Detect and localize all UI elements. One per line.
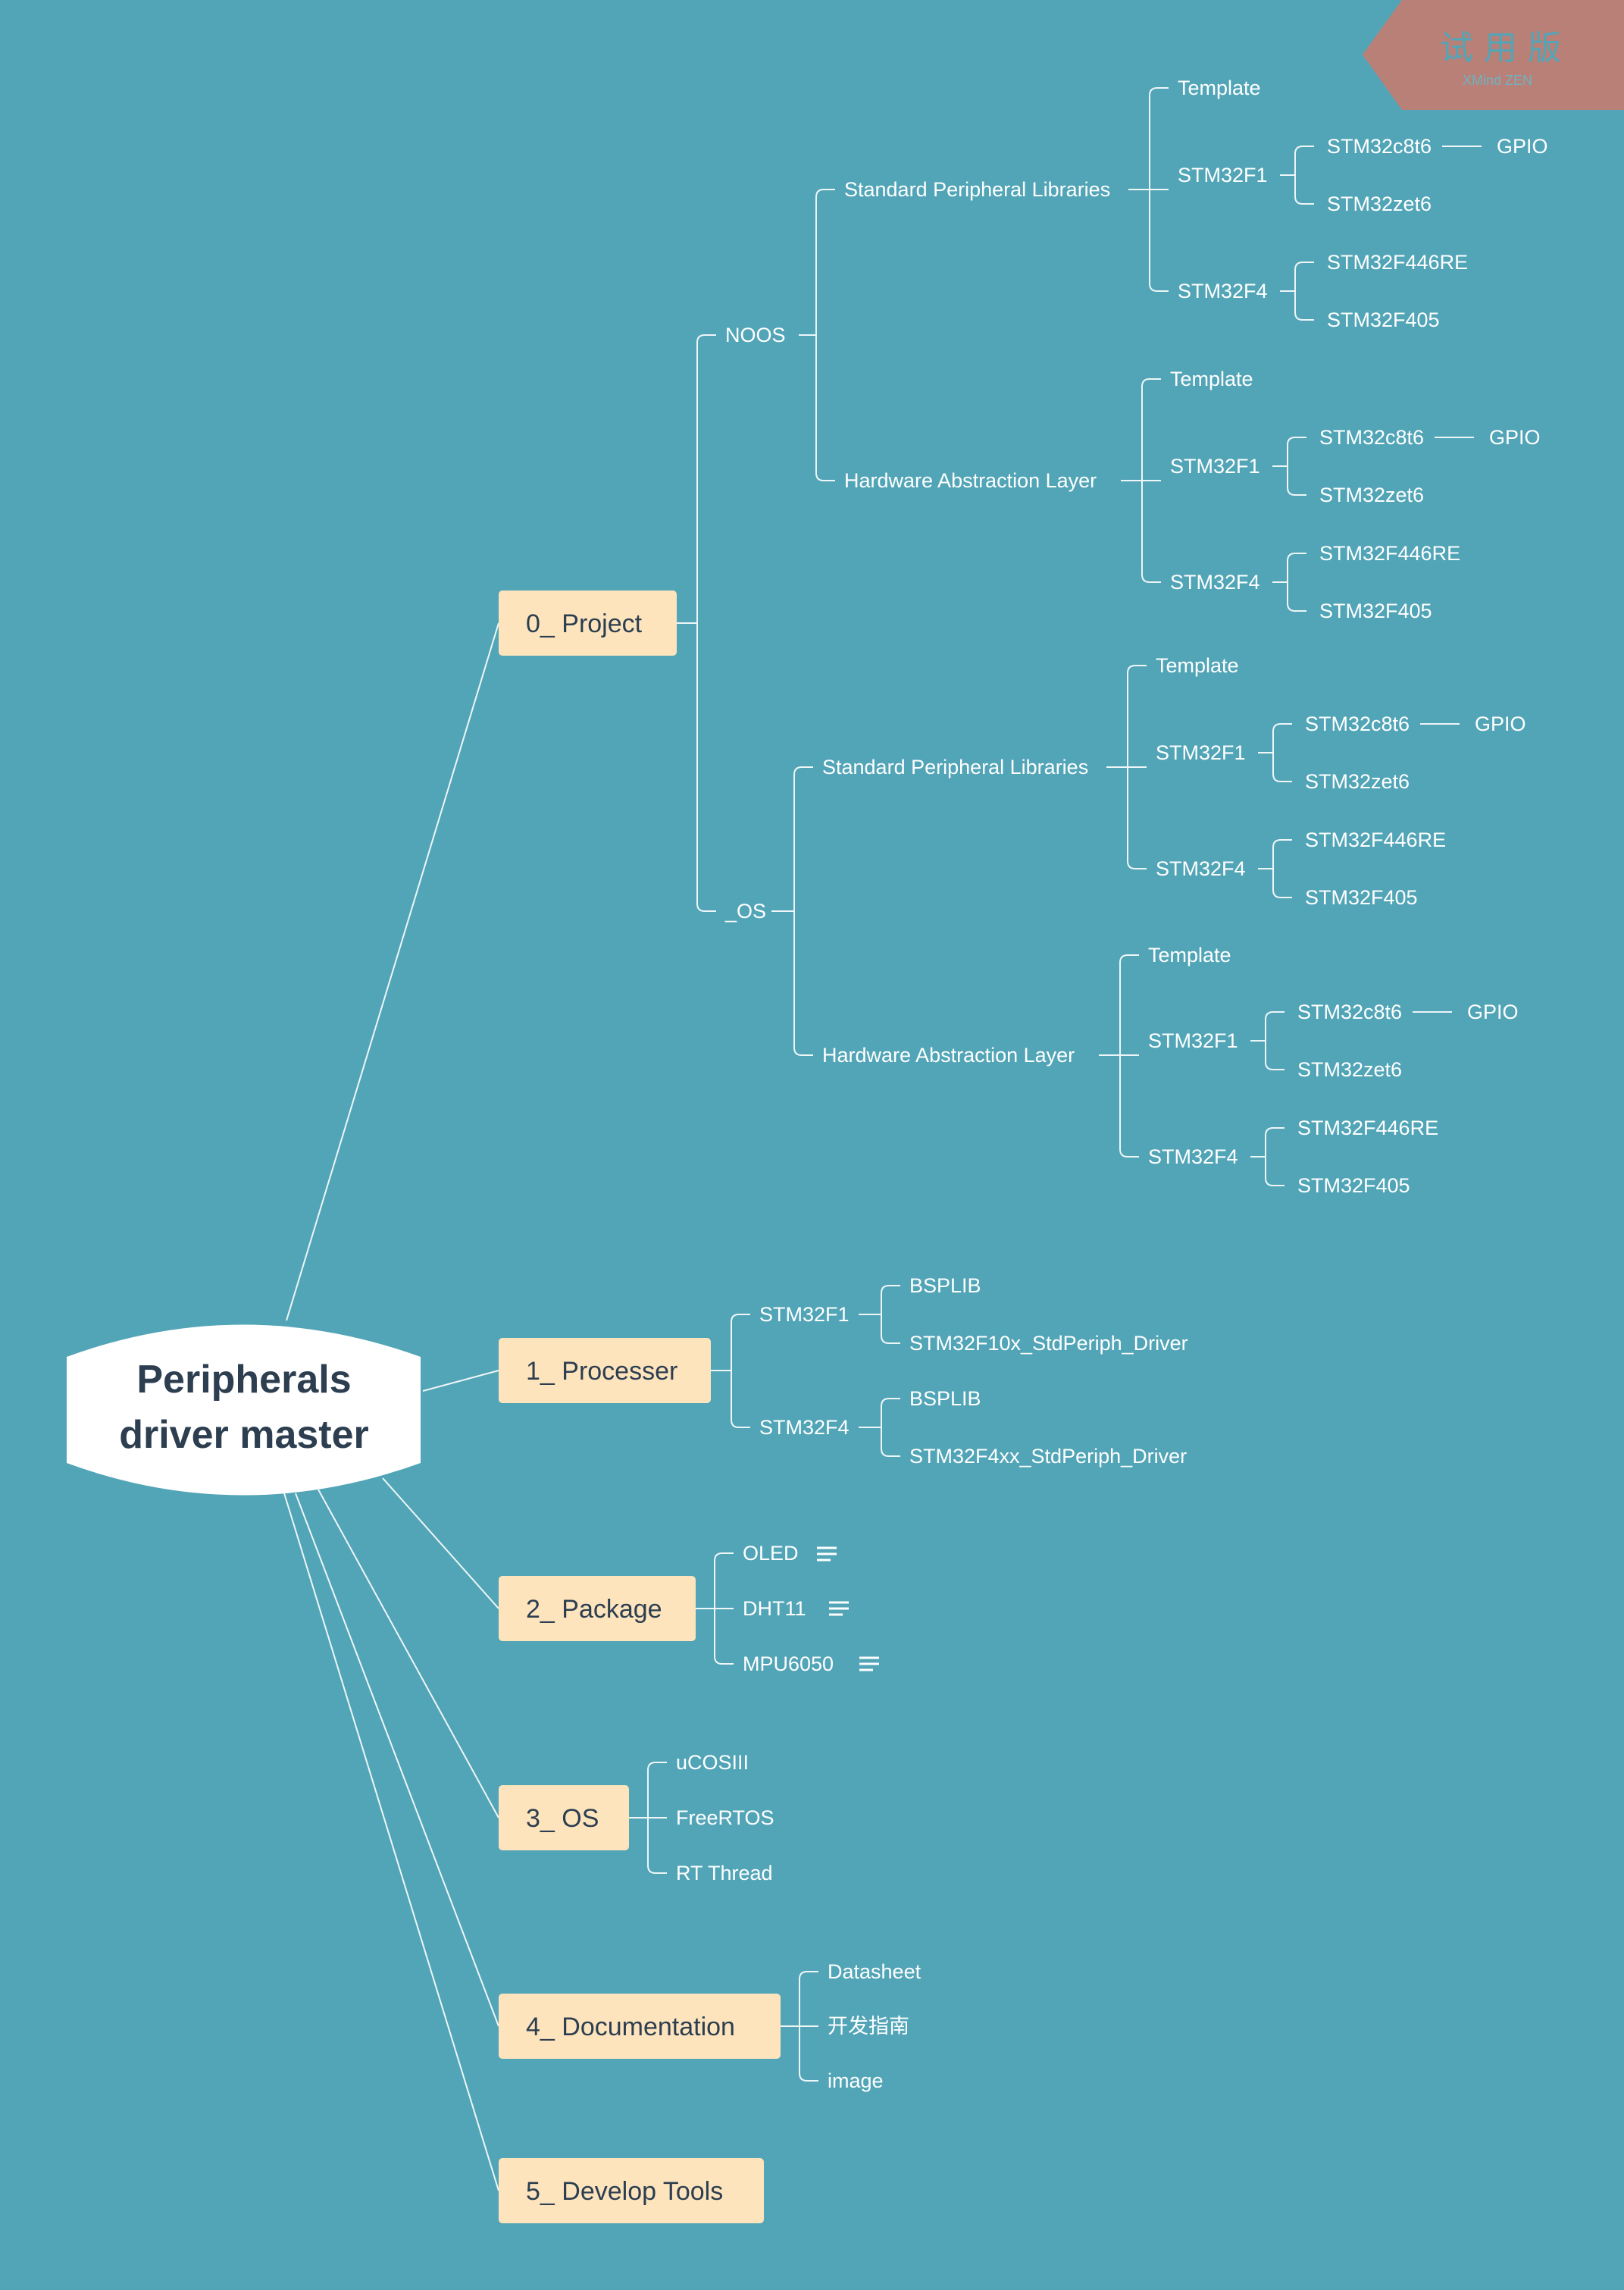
branch-os-label: 3_ OS	[526, 1804, 599, 1833]
note-lines-icon[interactable]	[859, 1656, 879, 1671]
topic-noos-hal-gpio[interactable]: GPIO	[1489, 426, 1541, 449]
topic-noos-spl-f446re[interactable]: STM32F446RE	[1327, 251, 1468, 274]
topic-noos-hal-f405[interactable]: STM32F405	[1319, 600, 1432, 622]
topic-os-spl-template[interactable]: Template	[1156, 654, 1239, 677]
topic-processer-f1-bsplib[interactable]: BSPLIB	[909, 1274, 981, 1297]
watermark-text: 试用版	[1440, 29, 1572, 67]
branch-project-label: 0_ Project	[526, 609, 643, 638]
topic-noos-spl-f4[interactable]: STM32F4	[1178, 280, 1268, 302]
trial-watermark: 试用版 XMind ZEN	[1363, 0, 1624, 110]
topic-noos-spl-f405[interactable]: STM32F405	[1327, 309, 1440, 331]
branch-processer[interactable]: 1_ Processer	[499, 1338, 711, 1403]
topic-os-freertos[interactable]: FreeRTOS	[676, 1806, 774, 1829]
topic-noos[interactable]: NOOS	[725, 324, 786, 346]
topic-processer-f4-bsplib[interactable]: BSPLIB	[909, 1387, 981, 1410]
topic-processer-f4-driver[interactable]: STM32F4xx_StdPeriph_Driver	[909, 1445, 1187, 1468]
branch-package[interactable]: 2_ Package	[499, 1576, 696, 1641]
topic-os-spl-f1[interactable]: STM32F1	[1156, 741, 1246, 764]
topic-processer-f4[interactable]: STM32F4	[759, 1416, 850, 1439]
topic-os-hal-zet6[interactable]: STM32zet6	[1297, 1058, 1402, 1081]
central-topic[interactable]: Peripherals driver master	[67, 1324, 421, 1496]
topic-processer-f1[interactable]: STM32F1	[759, 1303, 850, 1326]
topic-os-hal[interactable]: Hardware Abstraction Layer	[822, 1044, 1075, 1067]
topic-os-spl[interactable]: Standard Peripheral Libraries	[822, 756, 1088, 778]
topic-os-hal-c8t6[interactable]: STM32c8t6	[1297, 1001, 1402, 1023]
topic-noos-spl-zet6[interactable]: STM32zet6	[1327, 193, 1432, 215]
topic-noos-hal-c8t6[interactable]: STM32c8t6	[1319, 426, 1424, 449]
topic-noos-hal[interactable]: Hardware Abstraction Layer	[844, 469, 1097, 492]
central-topic-line-1: Peripherals	[136, 1358, 351, 1402]
branch-develop-tools-label: 5_ Develop Tools	[526, 2177, 723, 2206]
topic-noos-hal-f4[interactable]: STM32F4	[1170, 571, 1260, 594]
topic-package-oled[interactable]: OLED	[743, 1542, 799, 1565]
topic-noos-hal-f446re[interactable]: STM32F446RE	[1319, 542, 1460, 565]
topic-doc-datasheet[interactable]: Datasheet	[828, 1960, 922, 1983]
topic-package-mpu6050[interactable]: MPU6050	[743, 1652, 834, 1675]
topic-os-hal-f4[interactable]: STM32F4	[1148, 1145, 1238, 1168]
note-lines-icon[interactable]	[817, 1546, 837, 1562]
topic-noos-spl-gpio[interactable]: GPIO	[1497, 135, 1548, 158]
topic-os-hal-f405[interactable]: STM32F405	[1297, 1174, 1410, 1197]
topic-os-hal-gpio[interactable]: GPIO	[1467, 1001, 1519, 1023]
branch-project[interactable]: 0_ Project	[499, 591, 677, 656]
topic-noos-spl-template[interactable]: Template	[1178, 77, 1261, 99]
topic-noos-hal-f1[interactable]: STM32F1	[1170, 455, 1260, 478]
central-topic-line-2: driver master	[119, 1413, 369, 1457]
topic-os-hal-template[interactable]: Template	[1148, 944, 1231, 966]
topic-os-hal-f1[interactable]: STM32F1	[1148, 1029, 1238, 1052]
branch-documentation-label: 4_ Documentation	[526, 2013, 735, 2041]
topic-os-ucosiii[interactable]: uCOSIII	[676, 1751, 749, 1774]
topic-os-rt-thread[interactable]: RT Thread	[676, 1862, 773, 1884]
main-connectors	[283, 622, 499, 2191]
topic-os-spl-f446re[interactable]: STM32F446RE	[1305, 829, 1446, 851]
topic-noos-spl-c8t6[interactable]: STM32c8t6	[1327, 135, 1432, 158]
branch-package-label: 2_ Package	[526, 1595, 662, 1624]
project-connectors	[677, 87, 1482, 1186]
branch-processer-label: 1_ Processer	[526, 1357, 677, 1386]
branch-develop-tools[interactable]: 5_ Develop Tools	[499, 2158, 764, 2223]
topic-noos-spl-f1[interactable]: STM32F1	[1178, 164, 1268, 186]
branch-os[interactable]: 3_ OS	[499, 1785, 629, 1850]
topic-doc-dev-guide[interactable]: 开发指南	[828, 2015, 909, 2038]
topic-os-spl-gpio[interactable]: GPIO	[1475, 713, 1526, 735]
topic-package-dht11[interactable]: DHT11	[743, 1597, 806, 1620]
topic-noos-hal-zet6[interactable]: STM32zet6	[1319, 484, 1424, 506]
note-lines-icon[interactable]	[829, 1601, 849, 1616]
topic-os-hal-f446re[interactable]: STM32F446RE	[1297, 1117, 1438, 1139]
topic-noos-hal-template[interactable]: Template	[1170, 368, 1253, 390]
topic-doc-image[interactable]: image	[828, 2069, 884, 2092]
lower-connectors	[629, 1285, 900, 2082]
branch-documentation[interactable]: 4_ Documentation	[499, 1994, 781, 2059]
topic-noos-spl[interactable]: Standard Peripheral Libraries	[844, 178, 1110, 201]
topic-os-spl-zet6[interactable]: STM32zet6	[1305, 770, 1410, 793]
topic-processer-f1-driver[interactable]: STM32F10x_StdPeriph_Driver	[909, 1332, 1188, 1355]
topic-os-spl-f4[interactable]: STM32F4	[1156, 857, 1246, 880]
topic-os-spl-f405[interactable]: STM32F405	[1305, 886, 1418, 909]
watermark-subtext: XMind ZEN	[1463, 73, 1532, 88]
topic-os[interactable]: _OS	[724, 900, 766, 923]
topic-os-spl-c8t6[interactable]: STM32c8t6	[1305, 713, 1410, 735]
